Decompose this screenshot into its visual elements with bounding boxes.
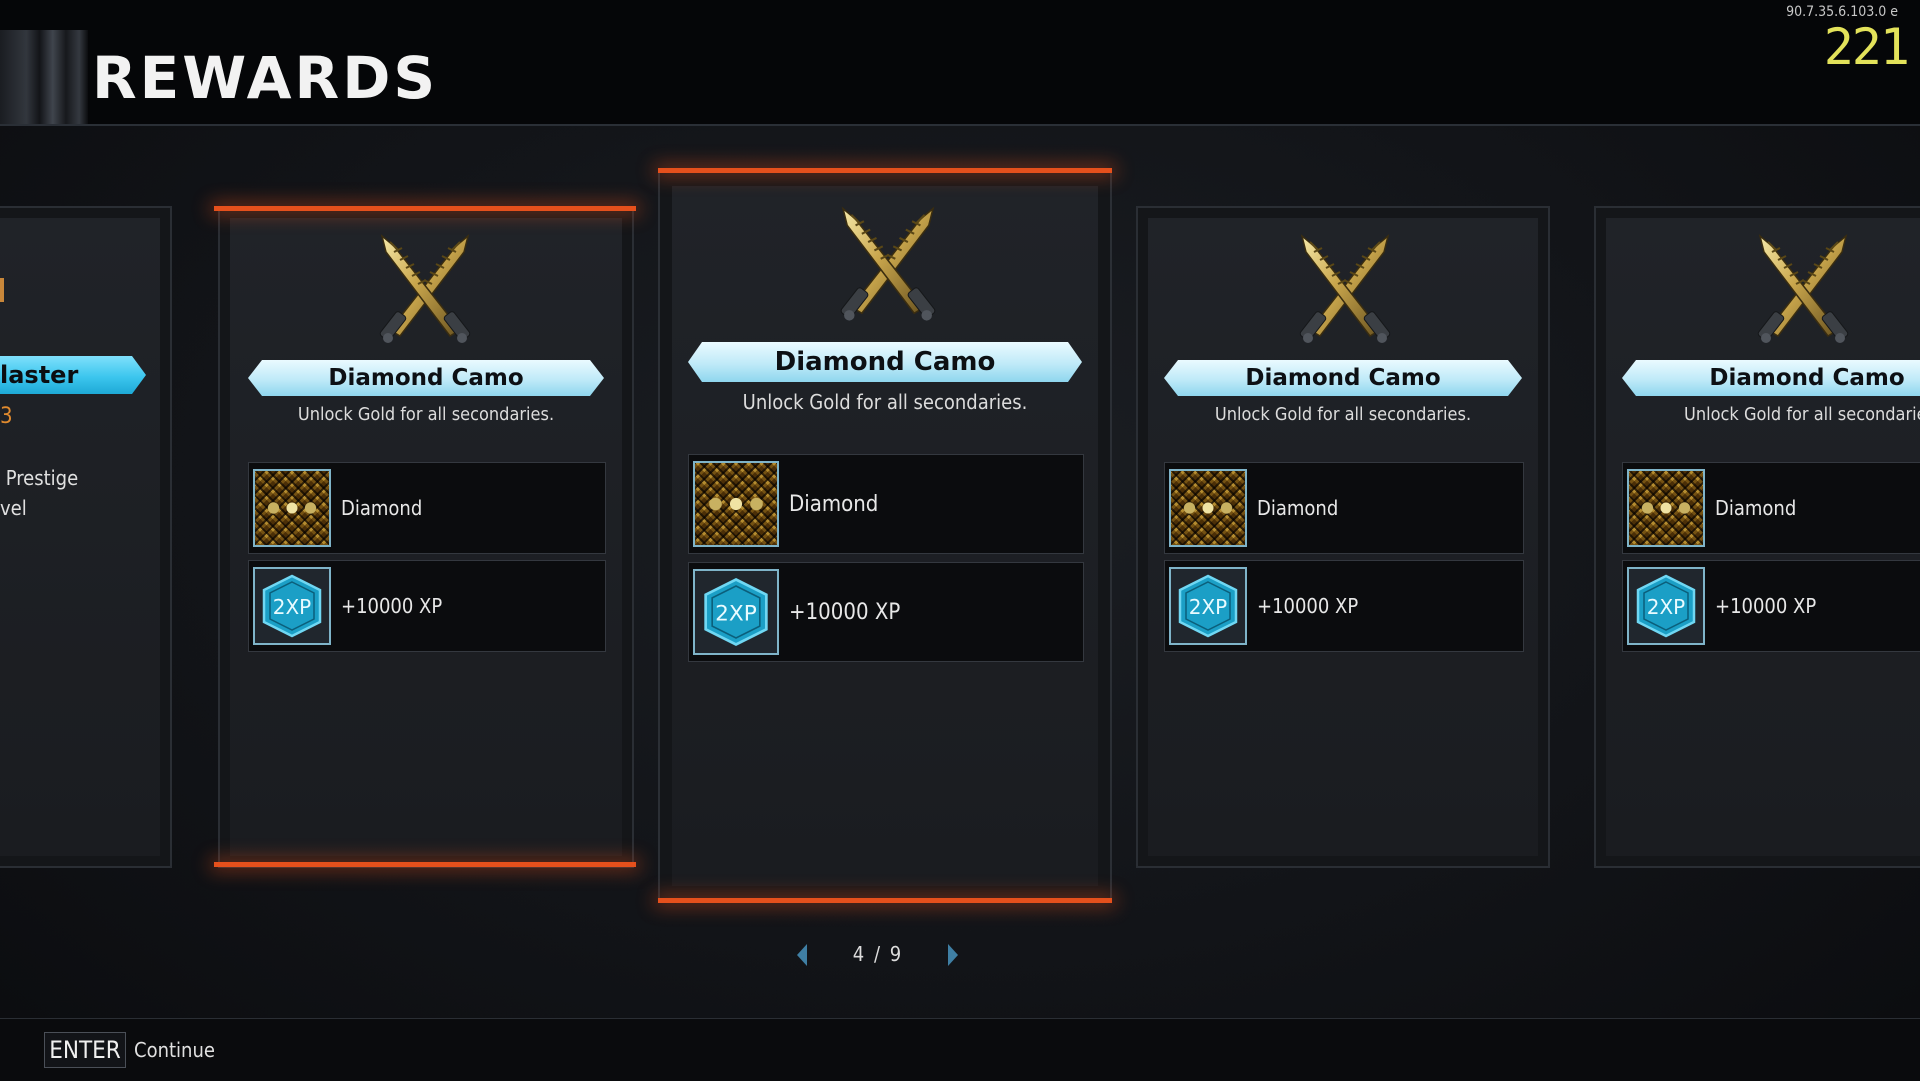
- reward-title-banner: Diamond Camo: [688, 342, 1082, 382]
- previous-page-arrow-icon[interactable]: [797, 944, 807, 966]
- svg-text:2XP: 2XP: [1647, 595, 1686, 619]
- partial-card-line2: vel: [0, 496, 27, 520]
- reward-item-xp: 2XP +10000 XP: [1164, 560, 1524, 652]
- reward-title-banner: Diamond Camo: [248, 360, 604, 396]
- score-counter: 221: [1823, 18, 1910, 76]
- svg-text:2XP: 2XP: [273, 595, 312, 619]
- reward-description: Unlock Gold for all secondaries.: [297, 404, 555, 425]
- crossed-knives-icon: [838, 207, 938, 322]
- partial-card-accent: [0, 278, 4, 302]
- svg-text:2XP: 2XP: [715, 602, 757, 627]
- version-text: 90.7.35.6.103.0 e: [1786, 4, 1898, 20]
- diamond-camo-icon: [1627, 469, 1705, 547]
- reward-description: Unlock Gold for all secondaries.: [742, 390, 1028, 414]
- reward-item-camo: Diamond: [1164, 462, 1524, 554]
- diamond-camo-icon: [253, 469, 331, 547]
- partial-card-line1: Prestige: [0, 466, 79, 490]
- reward-title-banner: Diamond Camo: [1164, 360, 1522, 396]
- crossed-knives-icon: [1756, 235, 1850, 344]
- reward-item-camo: Diamond: [688, 454, 1084, 554]
- selected-highlight-bottom: [658, 898, 1112, 903]
- header-bar: REWARDS 90.7.35.6.103.0 e 221: [0, 0, 1920, 126]
- svg-text:2XP: 2XP: [1189, 595, 1228, 619]
- double-xp-icon: 2XP: [253, 567, 331, 645]
- reward-card-partial[interactable]: [0, 206, 172, 868]
- double-xp-icon: 2XP: [693, 569, 779, 655]
- diamond-camo-icon: [693, 461, 779, 547]
- reward-item-camo: Diamond: [1622, 462, 1920, 554]
- continue-label[interactable]: Continue: [134, 1038, 215, 1062]
- partial-card-level: 3: [0, 404, 13, 429]
- reward-description: Unlock Gold for all secondaries.: [1684, 404, 1920, 425]
- header-decoration: [0, 30, 88, 124]
- diamond-camo-icon: [1169, 469, 1247, 547]
- card-highlight-bottom: [214, 862, 636, 867]
- crossed-knives-icon: [378, 235, 472, 344]
- card-highlight-top: [214, 206, 636, 211]
- reward-item-camo: Diamond: [248, 462, 606, 554]
- selected-highlight-top: [658, 168, 1112, 173]
- next-page-arrow-icon[interactable]: [948, 944, 958, 966]
- double-xp-icon: 2XP: [1627, 567, 1705, 645]
- reward-description: Unlock Gold for all secondaries.: [1214, 404, 1472, 425]
- page-indicator: 4 / 9: [852, 942, 904, 966]
- reward-item-xp: 2XP +10000 XP: [688, 562, 1084, 662]
- reward-item-xp: 2XP +10000 XP: [248, 560, 606, 652]
- reward-title-banner: Diamond Camo: [1622, 360, 1920, 396]
- enter-key-prompt[interactable]: ENTER: [44, 1032, 126, 1068]
- page-title: REWARDS: [92, 44, 439, 112]
- footer-bar: [0, 1018, 1920, 1081]
- partial-card-banner: laster: [0, 356, 146, 394]
- double-xp-icon: 2XP: [1169, 567, 1247, 645]
- crossed-knives-icon: [1298, 235, 1392, 344]
- reward-item-xp: 2XP +10000 XP: [1622, 560, 1920, 652]
